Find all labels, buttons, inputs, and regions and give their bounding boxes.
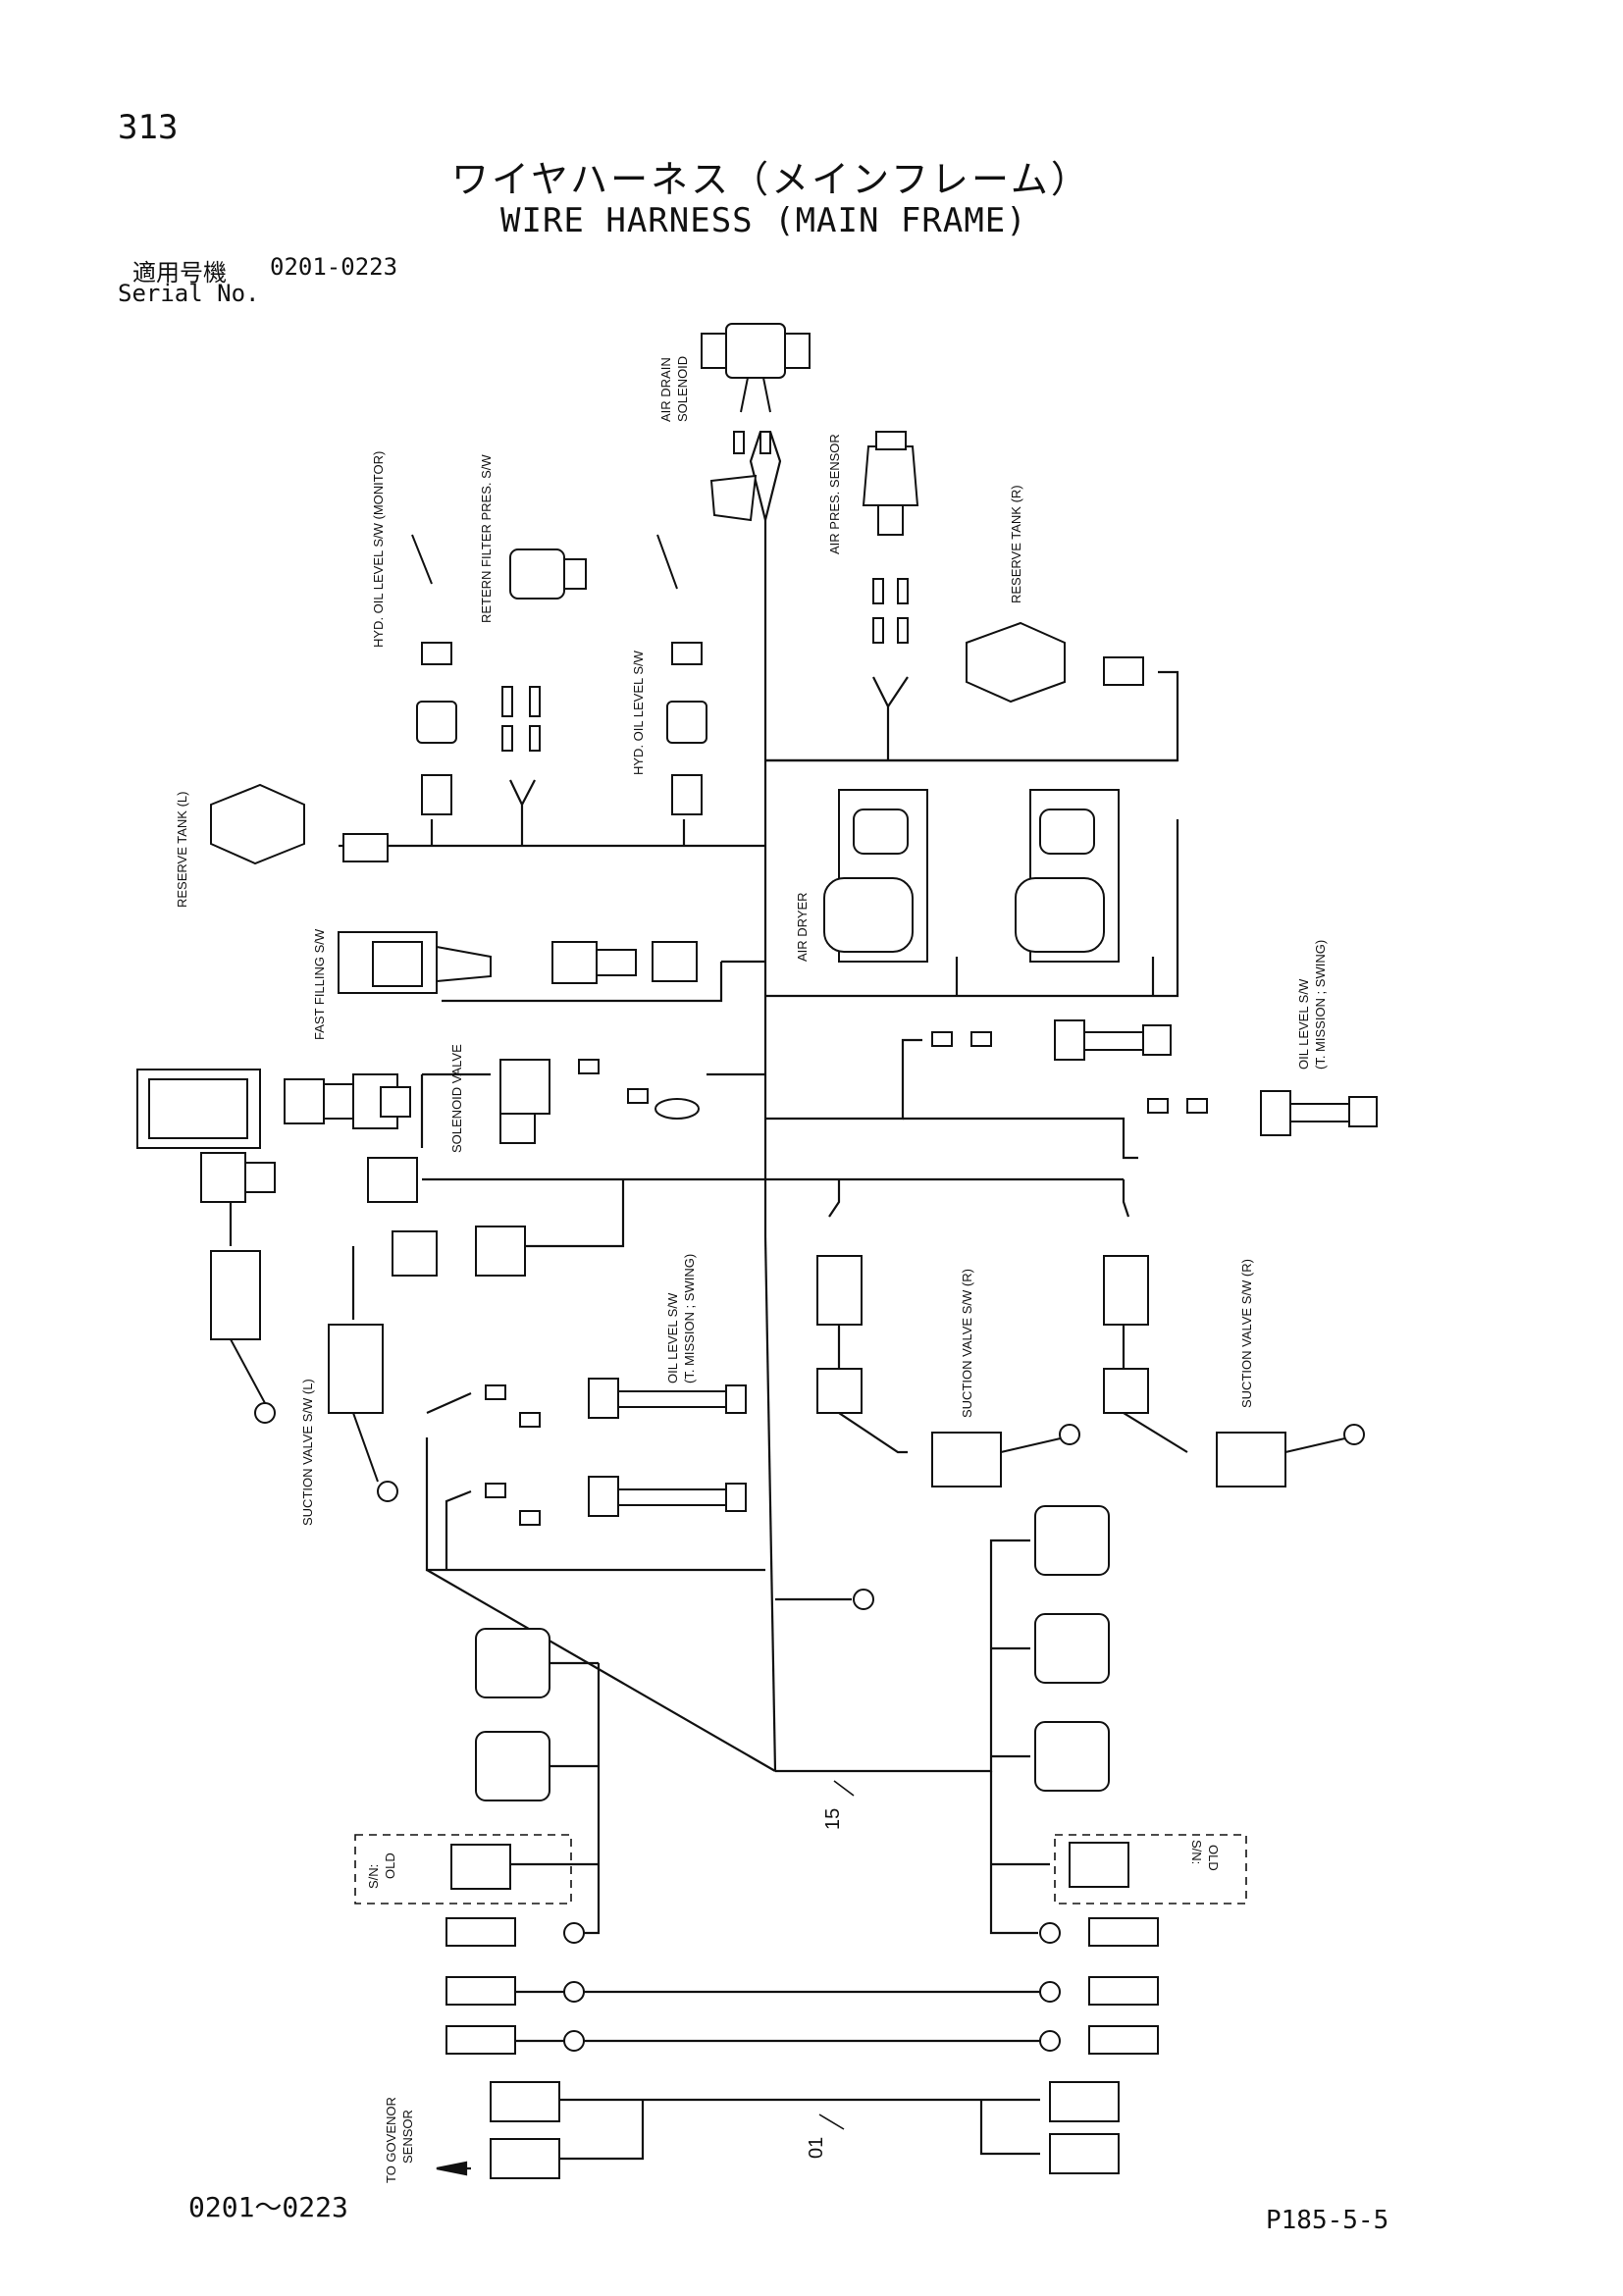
reserve-tank-r: [966, 621, 1144, 704]
hyd-oil-level-switch: [656, 534, 707, 815]
connector-right-d: [1069, 1842, 1129, 1888]
connector-right-b: [1034, 1613, 1110, 1684]
item-number-01: 01: [806, 2137, 827, 2159]
label-retern-filter: RETERN FILTER PRES. S/W: [479, 454, 494, 623]
oil-level-switch-upper: [931, 1019, 1172, 1061]
fast-filling-switch: [338, 931, 698, 994]
label-suction-r1: SUCTION VALVE S/W (R): [960, 1269, 974, 1418]
serial-range: 0201-0223: [270, 253, 398, 281]
label-suction-r2: SUCTION VALVE S/W (R): [1239, 1259, 1254, 1408]
label-air-dryer: AIR DRYER: [795, 892, 810, 962]
serial-label-english: Serial No.: [118, 280, 260, 307]
title-japanese: ワイヤハーネス（メインフレーム）: [451, 158, 1091, 201]
footer-page-code: P185-5-5: [1266, 2206, 1389, 2235]
label-sn-right: S/N:: [1189, 1840, 1204, 1864]
label-to-governor: TO GOVENOR: [384, 2097, 398, 2183]
monitor-panel: [136, 1069, 411, 1149]
label-oil-level-1: OIL LEVEL S/W: [1296, 978, 1311, 1070]
connector-right-a: [1034, 1505, 1110, 1576]
suction-valve-left: [328, 1226, 526, 1502]
main-trunk-lower: [763, 1235, 777, 1772]
sn-old-box-left: [354, 1834, 572, 1905]
label-fast-filling: FAST FILLING S/W: [312, 928, 327, 1040]
retern-filter-sensor: [501, 548, 587, 752]
label-old-left: OLD: [383, 1852, 397, 1879]
oil-level-switch-lower: [1147, 1090, 1378, 1136]
item-number-15: 15: [822, 1808, 844, 1830]
oil-level-switch-left-upper: [485, 1378, 747, 1428]
suction-valve-right-2: [1103, 1255, 1365, 1487]
connector-left-b: [475, 1731, 550, 1801]
label-reserve-tank-r: RESERVE TANK (R): [1009, 485, 1023, 603]
label-solenoid: SOLENOID: [675, 356, 690, 422]
solenoid-valve: [499, 1059, 700, 1144]
label-old-right: OLD: [1206, 1845, 1221, 1871]
connector-right-c: [1034, 1721, 1110, 1792]
label-sensor: SENSOR: [400, 2110, 415, 2164]
label-reserve-tank-l: RESERVE TANK (L): [175, 792, 189, 908]
reserve-tank-l: [210, 783, 389, 865]
label-solenoid-valve: SOLENOID VALVE: [449, 1044, 464, 1153]
label-air-pres-sensor: AIR PRES. SENSOR: [827, 434, 842, 554]
page-number: 313: [118, 108, 179, 147]
title-english: WIRE HARNESS (MAIN FRAME): [500, 201, 1027, 240]
suction-valve-right-1: [816, 1255, 1080, 1487]
sn-old-box-right: [1054, 1834, 1247, 1905]
air-dryer-left: [823, 789, 928, 963]
footer-serial-range: 0201～0223: [188, 2191, 348, 2223]
label-oil-level-2: OIL LEVEL S/W: [665, 1292, 680, 1383]
air-drain-solenoid: [701, 323, 811, 454]
connector-left-c: [450, 1844, 511, 1890]
serial-label-japanese: 適用号機: [132, 259, 227, 287]
label-air-drain: AIR DRAIN: [658, 357, 673, 422]
oil-level-switch-left-lower: [485, 1476, 747, 1526]
air-dryer-right: [1015, 789, 1120, 963]
label-hyd-oil-level-monitor: HYD. OIL LEVEL S/W (MONITOR): [371, 451, 386, 648]
label-hyd-oil-level: HYD. OIL LEVEL S/W: [631, 650, 646, 775]
air-pres-sensor: [862, 431, 919, 644]
label-tmission-2: (T. MISSION ; SWING): [682, 1254, 697, 1383]
label-tmission-1: (T. MISSION ; SWING): [1313, 940, 1328, 1070]
connector-left-a: [475, 1628, 550, 1698]
suction-valve-left-upper: [200, 1152, 418, 1424]
label-sn-left: S/N:: [366, 1864, 381, 1889]
air-dryer-wire: [765, 819, 1179, 998]
hyd-oil-level-monitor: [411, 534, 457, 815]
label-suction-l: SUCTION VALVE S/W (L): [300, 1379, 315, 1526]
